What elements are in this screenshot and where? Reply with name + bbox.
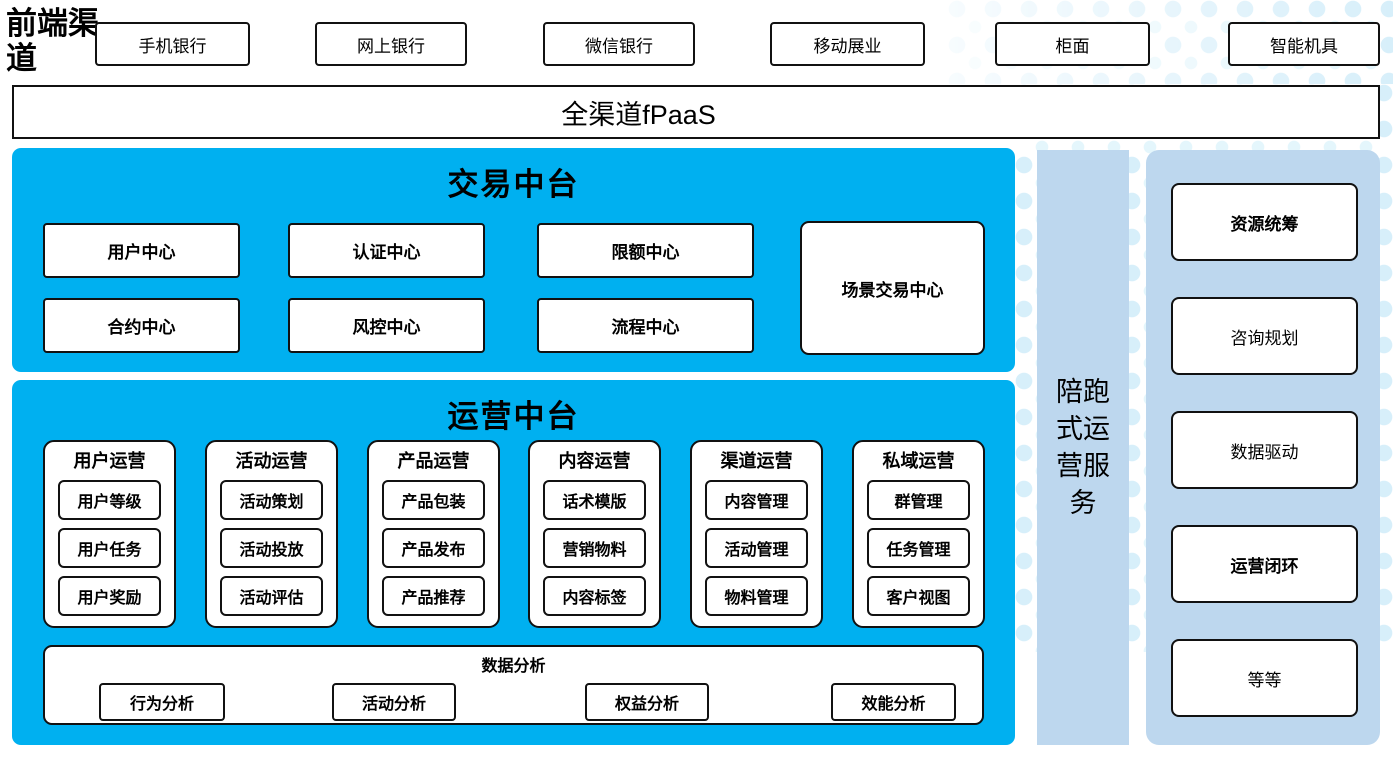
- panel-box-resource-coordination: 资源统筹: [1171, 183, 1358, 261]
- data-analysis-strip: 数据分析 行为分析 活动分析 权益分析 效能分析: [43, 645, 984, 725]
- analysis-box-rights: 权益分析: [585, 683, 709, 721]
- trade-box-user-center: 用户中心: [43, 223, 240, 278]
- operation-item: 内容标签: [543, 576, 646, 616]
- operation-item: 活动评估: [220, 576, 323, 616]
- trade-box-auth-center: 认证中心: [288, 223, 485, 278]
- panel-box-data-driven: 数据驱动: [1171, 411, 1358, 489]
- operation-column-product: 产品运营 产品包装 产品发布 产品推荐: [367, 440, 500, 628]
- operation-column-title: 用户运营: [73, 451, 146, 471]
- operation-item: 用户任务: [58, 528, 161, 568]
- trade-platform-title: 交易中台: [447, 167, 580, 202]
- analysis-box-efficiency: 效能分析: [831, 683, 956, 721]
- side-service-bar: 陪跑式运营服务: [1037, 150, 1129, 745]
- operation-column-title: 活动运营: [235, 451, 308, 471]
- operation-item: 群管理: [867, 480, 970, 520]
- operation-item: 客户视图: [867, 576, 970, 616]
- operation-item: 物料管理: [705, 576, 808, 616]
- operation-column-activity: 活动运营 活动策划 活动投放 活动评估: [205, 440, 338, 628]
- operation-item: 任务管理: [867, 528, 970, 568]
- channel-box-smart-machines: 智能机具: [1228, 22, 1380, 66]
- operation-column-title: 私域运营: [882, 451, 955, 471]
- right-service-panel: 资源统筹 咨询规划 数据驱动 运营闭环 等等: [1146, 150, 1380, 745]
- operation-item: 内容管理: [705, 480, 808, 520]
- operation-column-title: 产品运营: [397, 451, 470, 471]
- trade-platform-block: 交易中台 用户中心 认证中心 限额中心 合约中心 风控中心 流程中心 场景交易中…: [12, 148, 1015, 372]
- operation-column-content: 内容运营 话术模版 营销物料 内容标签: [528, 440, 661, 628]
- operation-platform-title: 运营中台: [447, 399, 580, 434]
- analysis-box-activity: 活动分析: [332, 683, 456, 721]
- panel-box-consulting-planning: 咨询规划: [1171, 297, 1358, 375]
- operation-column-private-domain: 私域运营 群管理 任务管理 客户视图: [852, 440, 985, 628]
- operation-item: 活动策划: [220, 480, 323, 520]
- operation-column-title: 渠道运营: [720, 451, 793, 471]
- operation-item: 营销物料: [543, 528, 646, 568]
- panel-box-etc: 等等: [1171, 639, 1358, 717]
- front-channels-label: 前端渠道: [6, 6, 99, 76]
- channel-box-mobile-business: 移动展业: [770, 22, 925, 66]
- operation-column-channel: 渠道运营 内容管理 活动管理 物料管理: [690, 440, 823, 628]
- operation-item: 产品推荐: [382, 576, 485, 616]
- data-analysis-title: 数据分析: [481, 658, 546, 675]
- operation-platform-block: 运营中台 用户运营 用户等级 用户任务 用户奖励 活动运营 活动策划 活动投放 …: [12, 380, 1015, 745]
- operation-item: 产品发布: [382, 528, 485, 568]
- operation-item: 话术模版: [543, 480, 646, 520]
- operation-column-title: 内容运营: [558, 451, 631, 471]
- operation-item: 产品包装: [382, 480, 485, 520]
- operation-column-user: 用户运营 用户等级 用户任务 用户奖励: [43, 440, 176, 628]
- trade-box-risk-center: 风控中心: [288, 298, 485, 353]
- operation-item: 用户奖励: [58, 576, 161, 616]
- channel-box-wechat-banking: 微信银行: [543, 22, 695, 66]
- operation-item: 活动管理: [705, 528, 808, 568]
- trade-box-limit-center: 限额中心: [537, 223, 754, 278]
- side-service-label: 陪跑式运营服务: [1056, 376, 1110, 518]
- operation-item: 活动投放: [220, 528, 323, 568]
- channel-box-mobile-banking: 手机银行: [95, 22, 250, 66]
- fpaas-bar: 全渠道fPaaS: [12, 85, 1380, 139]
- channel-box-counter: 柜面: [995, 22, 1150, 66]
- trade-box-scene-center: 场景交易中心: [800, 221, 985, 355]
- analysis-box-behavior: 行为分析: [99, 683, 225, 721]
- operation-item: 用户等级: [58, 480, 161, 520]
- trade-box-contract-center: 合约中心: [43, 298, 240, 353]
- panel-box-operation-loop: 运营闭环: [1171, 525, 1358, 603]
- trade-box-process-center: 流程中心: [537, 298, 754, 353]
- channel-box-online-banking: 网上银行: [315, 22, 467, 66]
